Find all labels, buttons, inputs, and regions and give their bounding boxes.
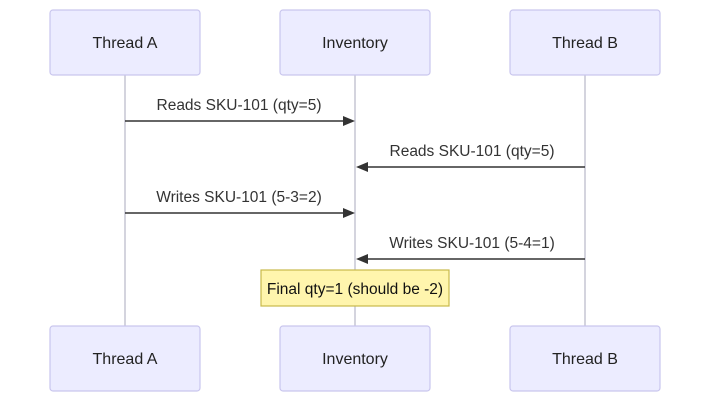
note-label: Final qty=1 (should be -2)	[267, 281, 443, 298]
message-2: Reads SKU-101 (qty=5)	[356, 143, 585, 172]
actor-thread-b-bottom: Thread B	[509, 325, 661, 392]
message-label: Writes SKU-101 (5-3=2)	[156, 189, 322, 206]
actor-thread-b-top: Thread B	[509, 9, 661, 76]
actor-label: Inventory	[322, 35, 388, 52]
actor-thread-a-bottom: Thread A	[49, 325, 201, 392]
actor-inventory-bottom: Inventory	[279, 325, 431, 392]
actor-inventory-top: Inventory	[279, 9, 431, 76]
arrowhead-icon	[356, 162, 368, 172]
actor-thread-a-top: Thread A	[49, 9, 201, 76]
message-label: Reads SKU-101 (qty=5)	[157, 97, 322, 114]
actor-label: Thread B	[552, 351, 618, 368]
actor-label: Thread A	[93, 35, 158, 52]
arrowhead-icon	[343, 208, 355, 218]
actor-label: Thread B	[552, 35, 618, 52]
actor-label: Thread A	[93, 351, 158, 368]
arrowhead-icon	[343, 116, 355, 126]
arrowhead-icon	[356, 254, 368, 264]
message-label: Reads SKU-101 (qty=5)	[390, 143, 555, 160]
note-final-qty: Final qty=1 (should be -2)	[260, 269, 450, 307]
message-1: Reads SKU-101 (qty=5)	[125, 97, 355, 126]
message-label: Writes SKU-101 (5-4=1)	[389, 235, 555, 252]
actor-label: Inventory	[322, 351, 388, 368]
message-3: Writes SKU-101 (5-3=2)	[125, 189, 355, 218]
message-4: Writes SKU-101 (5-4=1)	[356, 235, 585, 264]
